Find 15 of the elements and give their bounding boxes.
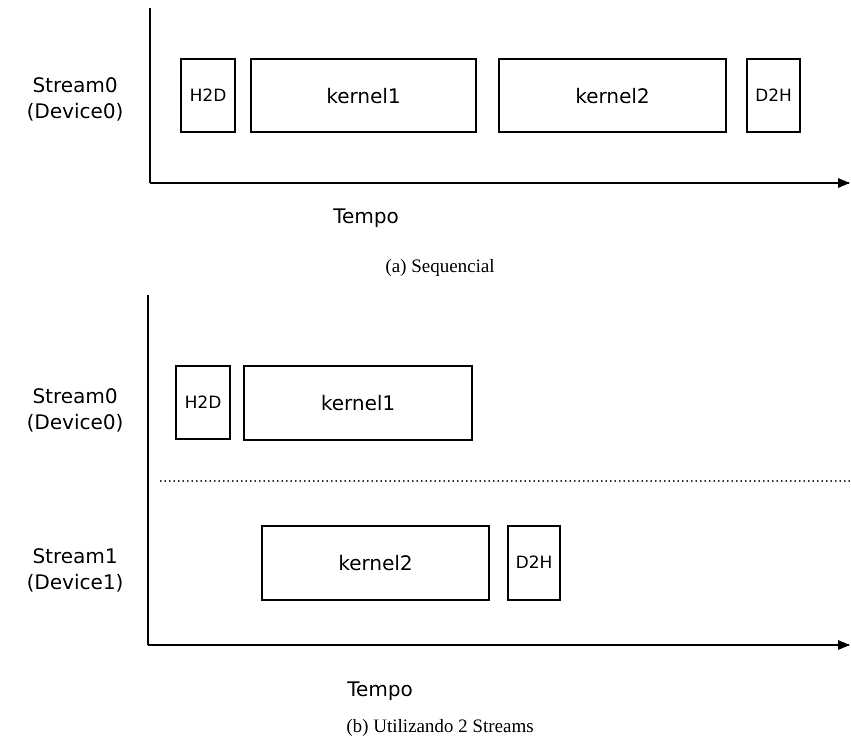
axis-label: Tempo (346, 676, 414, 702)
figure-caption: (b) Utilizando 2 Streams (345, 716, 535, 738)
stream-label: Stream1 (Device1) (26, 543, 124, 595)
task-box: H2D (175, 365, 231, 440)
stream-label: Stream0 (Device0) (26, 72, 124, 124)
task-box: kernel2 (498, 58, 727, 133)
task-box: D2H (746, 58, 801, 133)
task-box: H2D (180, 58, 236, 133)
stream-label: Stream0 (Device0) (26, 383, 124, 435)
task-box: kernel2 (261, 525, 490, 601)
axis-label: Tempo (332, 203, 400, 229)
task-box: D2H (507, 525, 561, 601)
figure-caption: (a) Sequencial (384, 256, 496, 278)
task-box: kernel1 (250, 58, 477, 133)
task-box: kernel1 (243, 365, 473, 441)
